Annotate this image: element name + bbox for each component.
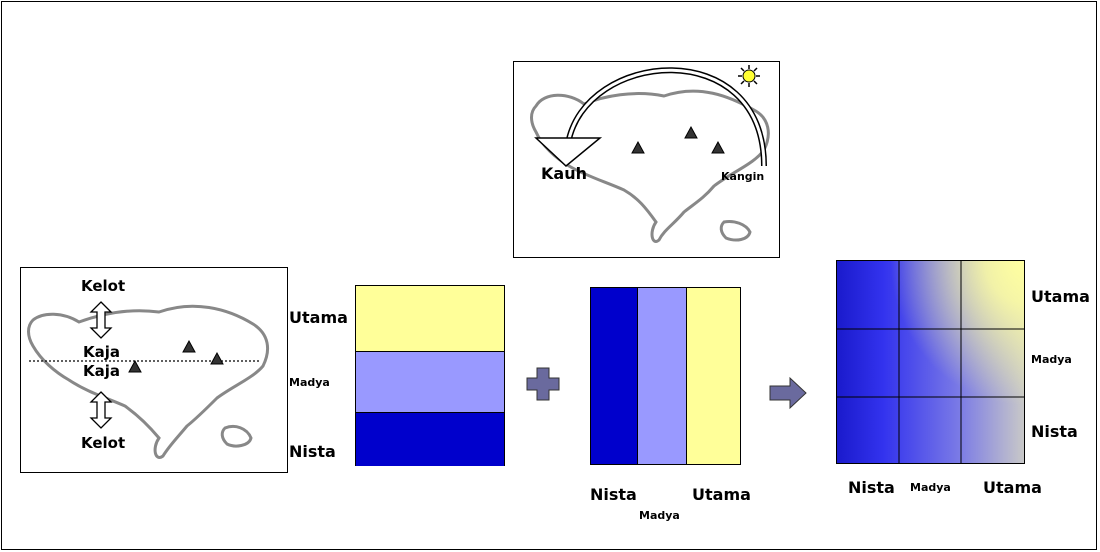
mountain-icon: [711, 140, 725, 154]
left-map-drawing: [27, 301, 270, 459]
stack-row-utama: [356, 286, 504, 352]
vstack-label-utama: Utama: [289, 308, 348, 327]
label-kelot-bottom: Kelot: [81, 434, 126, 452]
hstack-label-madya: Madya: [639, 509, 680, 522]
grid-row-label-utama: Utama: [1031, 287, 1090, 306]
grid-col-label-nista: Nista: [848, 478, 895, 497]
grid-row-label-madya: Madya: [1031, 353, 1072, 366]
small-island-outline: [719, 220, 752, 242]
stack-col-utama: [687, 288, 740, 464]
label-kangin: Kangin: [721, 170, 765, 183]
result-grid: [836, 260, 1025, 464]
vertical-stack: [355, 285, 505, 466]
result-grid-lines: [837, 261, 1024, 463]
mountain-icon: [684, 125, 698, 139]
mountain-icon: [128, 359, 142, 373]
left-map-panel: Kelot Kaja Kaja Kelot: [20, 267, 288, 473]
top-map-drawing: [530, 65, 770, 243]
stack-col-nista: [591, 288, 638, 464]
vstack-label-nista: Nista: [289, 442, 336, 461]
label-kelot-top: Kelot: [81, 277, 126, 295]
label-kaja-lower: Kaja: [83, 362, 121, 380]
stack-row-nista: [356, 413, 504, 466]
grid-row-label-nista: Nista: [1031, 422, 1078, 441]
grid-col-label-utama: Utama: [983, 478, 1042, 497]
double-arrow-icon: [89, 391, 113, 429]
mountain-icon: [182, 339, 196, 353]
horizontal-stack: [590, 287, 741, 465]
mountain-icon: [631, 140, 645, 154]
hstack-label-utama: Utama: [692, 485, 751, 504]
arrow-head-kauh: [534, 137, 603, 167]
vstack-label-madya: Madya: [289, 376, 330, 389]
bali-island-outline: [27, 304, 270, 459]
arrow-right-icon: [769, 376, 807, 410]
bali-island-outline: [530, 89, 770, 243]
grid-col-label-madya: Madya: [910, 481, 951, 494]
stack-row-madya: [356, 352, 504, 413]
top-map-panel: Kauh Kangin: [513, 61, 780, 258]
double-arrow-icon: [89, 301, 113, 339]
label-kauh: Kauh: [541, 164, 587, 183]
stack-col-madya: [638, 288, 687, 464]
label-kaja-upper: Kaja: [83, 343, 121, 361]
small-island-outline: [220, 424, 253, 448]
mountain-icon: [210, 351, 224, 365]
sun-path-arc: [565, 67, 767, 167]
sun-path-arc-inner: [566, 68, 766, 167]
hstack-label-nista: Nista: [590, 485, 637, 504]
sun-icon: [738, 65, 760, 87]
plus-icon: [526, 367, 560, 401]
